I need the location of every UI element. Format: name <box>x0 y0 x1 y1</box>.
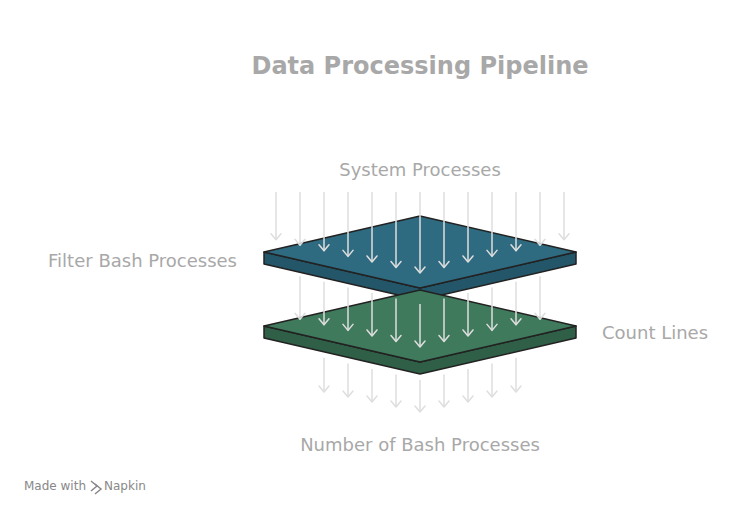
watermark-brand: Napkin <box>104 479 146 493</box>
layer-label: Filter Bash Processes <box>48 250 237 271</box>
input-label: System Processes <box>339 159 501 180</box>
plate-shape <box>264 288 576 376</box>
count-layer: Count Lines <box>264 288 576 376</box>
diagram-title: Data Processing Pipeline <box>251 52 588 80</box>
napkin-icon <box>91 481 101 494</box>
layer-label: Count Lines <box>602 322 708 343</box>
plate-shape <box>264 214 576 302</box>
filter-layer: Filter Bash Processes <box>264 214 576 302</box>
watermark-text: Made with <box>24 479 86 493</box>
output-label: Number of Bash Processes <box>300 434 540 455</box>
